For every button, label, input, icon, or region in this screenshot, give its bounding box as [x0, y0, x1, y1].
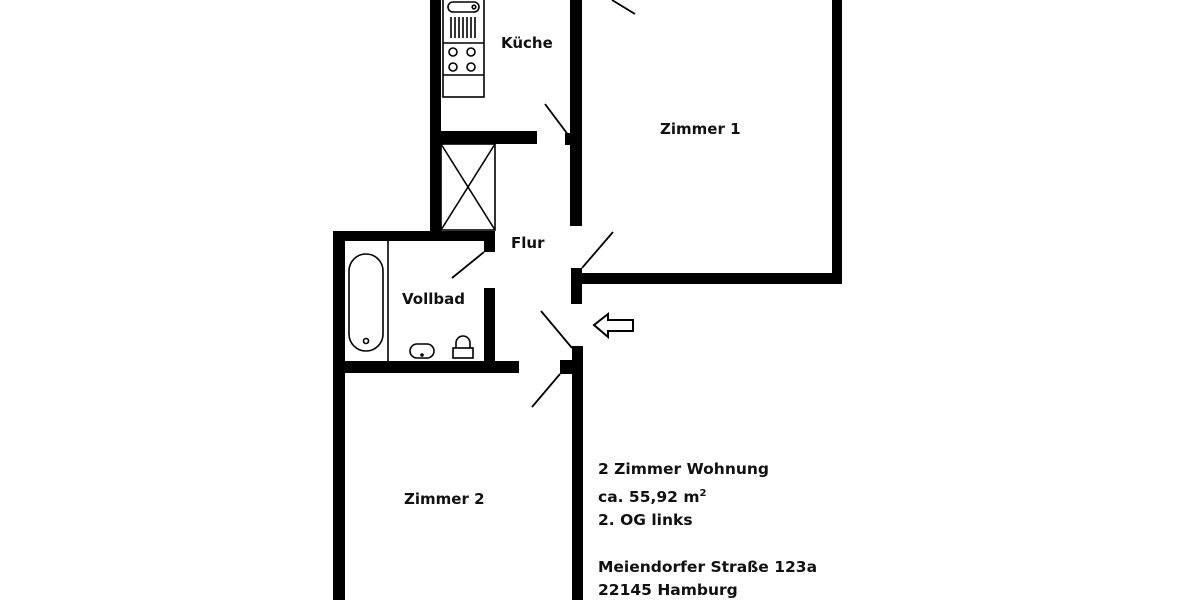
door-vollbad	[451, 251, 485, 279]
walls	[333, 0, 842, 600]
door-zimmer1	[581, 231, 614, 269]
entrance-arrow-icon	[592, 311, 634, 340]
bathtub-icon	[348, 241, 389, 361]
info-street: Meiendorfer Straße 123a	[598, 557, 818, 576]
door-kueche	[544, 103, 570, 137]
door-swings	[451, 0, 636, 408]
info-city: 22145 Hamburg	[598, 581, 738, 600]
room-label-zimmer2: Zimmer 2	[404, 490, 485, 508]
room-label-zimmer1: Zimmer 1	[660, 120, 741, 138]
sink-icon	[409, 343, 435, 359]
door-zimmer1-top	[611, 0, 636, 15]
room-label-kueche: Küche	[501, 34, 553, 52]
door-zimmer2	[531, 373, 561, 408]
door-entrance	[540, 310, 573, 349]
toilet-icon	[452, 335, 474, 359]
apartment-info: 2 Zimmer Wohnung ca. 55,92 m2 2. OG link…	[598, 458, 817, 603]
shaft-icon	[440, 143, 496, 231]
info-title: 2 Zimmer Wohnung	[598, 460, 770, 478]
room-label-flur: Flur	[511, 234, 545, 252]
info-floor: 2. OG links	[598, 511, 693, 530]
stove-icon	[442, 0, 485, 98]
info-area: ca. 55,92 m2	[598, 487, 707, 506]
room-label-vollbad: Vollbad	[402, 290, 465, 308]
